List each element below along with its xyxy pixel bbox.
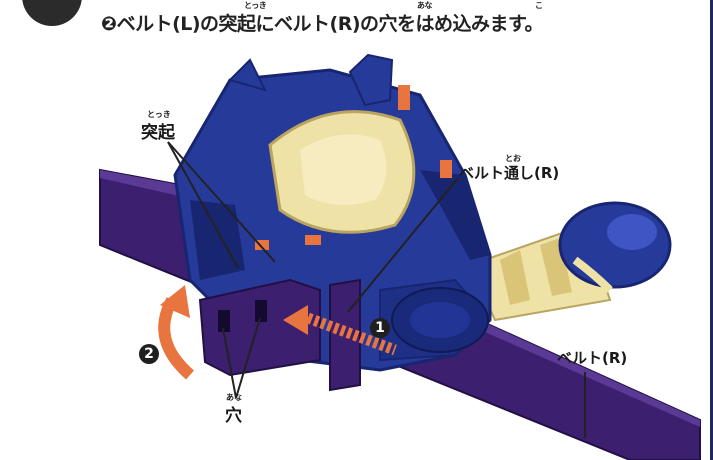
label-hole: あな 穴 (225, 393, 242, 426)
leader-toki-2 (167, 141, 276, 263)
leader-hole-1 (222, 327, 237, 399)
label-belt-guide-text: ベルト通し(R) (459, 164, 560, 182)
label-hole-ruby: あな (226, 393, 242, 402)
ruby-komi: こ (535, 1, 543, 10)
label-belt-guide-ruby: とお (505, 154, 521, 163)
ruby-ana: あな (417, 1, 433, 10)
leader-guide (347, 177, 459, 313)
push-arrow (283, 305, 397, 356)
instruction-text: ❷ベルト(L)の突起にベルト(R)の穴をはめ込みます。 (101, 13, 544, 35)
label-hole-text: 穴 (225, 406, 242, 426)
label-belt-r: ベルト(R) (557, 349, 628, 367)
label-protrusion-text: 突起 (141, 123, 175, 143)
grip-handle (468, 201, 672, 322)
ruby-toki: とっき (244, 1, 267, 10)
rotate-arrow-head (160, 285, 190, 318)
label-protrusion-ruby: とっき (147, 110, 171, 119)
step-marker-2: 2 (139, 344, 159, 364)
leader-toki-1 (167, 141, 239, 269)
leader-hole-2 (235, 317, 261, 399)
label-belt-guide: とお ベルト通し(R) (459, 154, 560, 183)
step-marker-1: 1 (370, 318, 390, 338)
step-instruction: とっき あな こ ❷ベルト(L)の突起にベルト(R)の穴をはめ込みます。 (101, 1, 544, 36)
label-protrusion: とっき 突起 (141, 110, 175, 143)
